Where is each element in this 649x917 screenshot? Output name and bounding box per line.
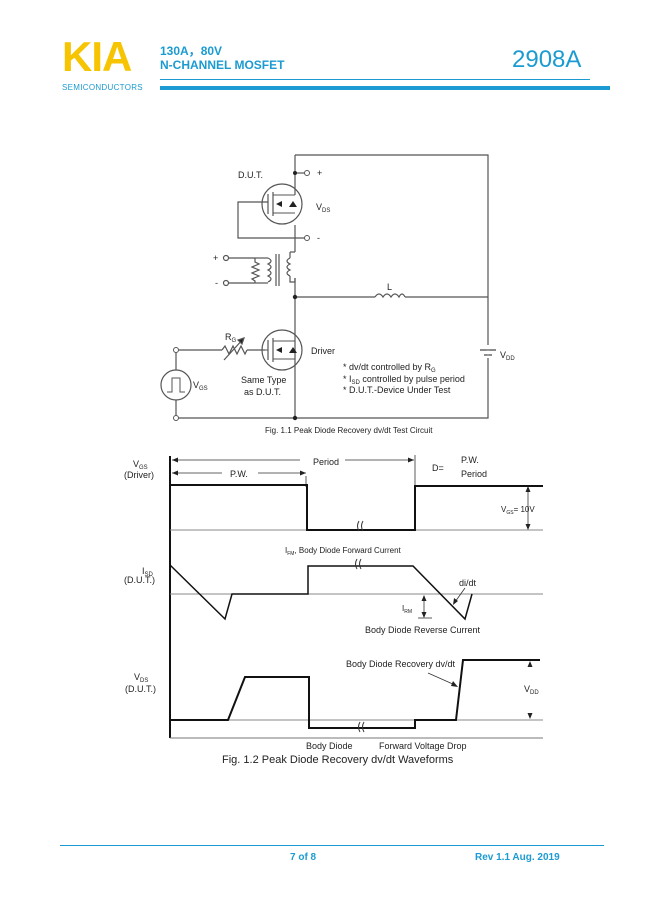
device-type: N-CHANNEL MOSFET: [160, 58, 285, 72]
driver-mosfet-symbol: [261, 329, 303, 371]
note-isd: * ISD controlled by pulse period: [343, 374, 465, 386]
label-plus: +: [317, 168, 322, 178]
label-rg: RG: [225, 332, 237, 344]
resistor-zigzag: [250, 258, 261, 283]
note-dut: * D.U.T.-Device Under Test: [343, 385, 451, 395]
label-as-dut: as D.U.T.: [244, 387, 281, 397]
dut-mosfet-symbol: [261, 183, 303, 225]
terminal-plus-vds: [304, 170, 310, 176]
part-number: 2908A: [512, 46, 582, 73]
terminal-minus-vds: [304, 235, 310, 241]
gate-resistor-rg: [221, 337, 248, 361]
inductor-l: [374, 293, 406, 299]
label-same-type: Same Type: [241, 375, 286, 385]
company-logo: KIA: [62, 33, 132, 80]
spec-rating: 130A，80V: [160, 44, 223, 58]
vgs-pulse-source: [160, 347, 192, 421]
label-inductor: L: [387, 282, 392, 292]
label-minus: -: [317, 233, 320, 243]
header-divider-thick: [160, 86, 610, 90]
footer-divider: [60, 845, 604, 846]
pulse-transformer: [222, 251, 296, 287]
circuit-wire-outer: [176, 154, 489, 419]
label-dut: D.U.T.: [238, 170, 263, 180]
label-transformer-plus: +: [213, 253, 218, 263]
label-vds: VDS: [316, 202, 330, 214]
revision-date: Rev 1.1 Aug. 2019: [475, 852, 560, 863]
label-driver: Driver: [311, 346, 335, 356]
label-transformer-minus: -: [215, 278, 218, 288]
header-divider-thin: [160, 79, 590, 80]
page-number: 7 of 8: [290, 852, 317, 863]
note-dvdt: * dv/dt controlled by RG: [343, 362, 436, 374]
label-vdd: VDD: [500, 350, 515, 362]
company-logo-subtitle: SEMICONDUCTORS: [62, 83, 143, 92]
label-vgs: VGS: [193, 380, 208, 392]
figure1-caption: Fig. 1.1 Peak Diode Recovery dv/dt Test …: [265, 426, 433, 435]
